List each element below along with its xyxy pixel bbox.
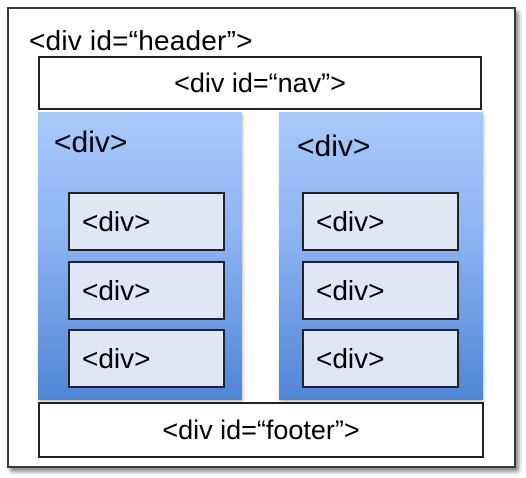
nav-box: <div id=“nav”> (38, 56, 482, 110)
right-inner-box-1: <div> (302, 192, 459, 251)
left-inner-box-1: <div> (68, 192, 225, 251)
right-column: <div> <div> <div> <div> (279, 112, 483, 400)
nav-label: <div id=“nav”> (174, 67, 346, 98)
right-column-label: <div> (297, 130, 371, 163)
right-inner-box-1-label: <div> (316, 205, 385, 237)
left-column: <div> <div> <div> <div> (38, 112, 242, 400)
right-inner-box-2: <div> (302, 261, 459, 320)
left-inner-box-2: <div> (68, 261, 225, 320)
footer-box: <div id=“footer”> (38, 402, 484, 458)
left-inner-box-2-label: <div> (82, 274, 151, 306)
left-inner-box-3-label: <div> (82, 342, 151, 374)
header-label: <div id=“header”> (29, 25, 253, 56)
footer-label: <div id=“footer”> (162, 414, 360, 445)
right-inner-box-3-label: <div> (316, 342, 385, 374)
right-inner-box-3: <div> (302, 329, 459, 388)
right-inner-box-2-label: <div> (316, 274, 385, 306)
left-column-label: <div> (54, 126, 128, 159)
left-inner-box-1-label: <div> (82, 205, 151, 237)
left-inner-box-3: <div> (68, 329, 225, 388)
